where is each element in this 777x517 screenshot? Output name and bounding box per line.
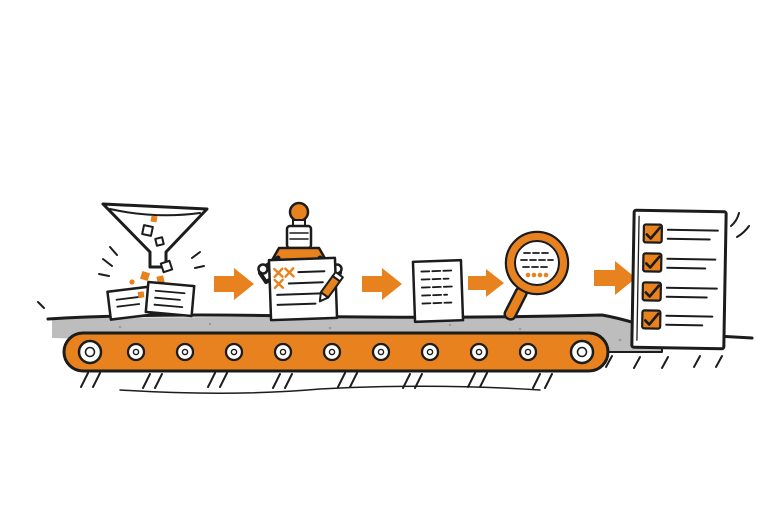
funnel-rim-line bbox=[109, 208, 201, 217]
lens-dots bbox=[525, 272, 549, 278]
text-lines bbox=[420, 269, 454, 305]
arrow-right-icon bbox=[214, 268, 254, 300]
lens-inner bbox=[514, 240, 560, 286]
checklist-row bbox=[641, 281, 718, 302]
conveyor-belt bbox=[37, 301, 754, 395]
text-line bbox=[665, 286, 718, 299]
spark-lines bbox=[98, 246, 205, 277]
arm-cylinder bbox=[285, 224, 313, 250]
funnel-icon bbox=[98, 202, 209, 321]
pencil-icon bbox=[318, 271, 344, 303]
motion-lines bbox=[730, 212, 750, 238]
arrow-right-icon bbox=[362, 268, 402, 300]
lens-text-lines bbox=[520, 252, 554, 268]
text-lines bbox=[276, 270, 326, 306]
checklist-icon bbox=[630, 208, 728, 351]
roller bbox=[126, 342, 538, 362]
magnifier-icon bbox=[503, 230, 570, 321]
checklist-row bbox=[641, 309, 714, 330]
checkmark-icon bbox=[644, 255, 661, 269]
arrow-right-icon bbox=[468, 269, 504, 297]
checkmark-icon bbox=[643, 312, 660, 326]
checkmark-icon bbox=[644, 284, 661, 298]
arm-knob bbox=[288, 201, 310, 223]
checklist-row bbox=[642, 252, 717, 273]
document-icon bbox=[411, 258, 465, 324]
text-line bbox=[665, 314, 714, 327]
text-line bbox=[666, 257, 717, 270]
belt-rollers bbox=[77, 339, 595, 365]
text-line bbox=[666, 228, 719, 241]
lens-rim bbox=[507, 233, 567, 293]
checkmark-icon bbox=[645, 226, 662, 240]
stray-mark bbox=[37, 301, 45, 309]
hatch-shading bbox=[80, 355, 723, 395]
funnel-contents bbox=[141, 215, 165, 247]
x-marks bbox=[273, 267, 295, 290]
intake-paper bbox=[144, 280, 196, 318]
arrow-right-icon bbox=[594, 261, 636, 295]
checklist-row bbox=[642, 223, 719, 244]
